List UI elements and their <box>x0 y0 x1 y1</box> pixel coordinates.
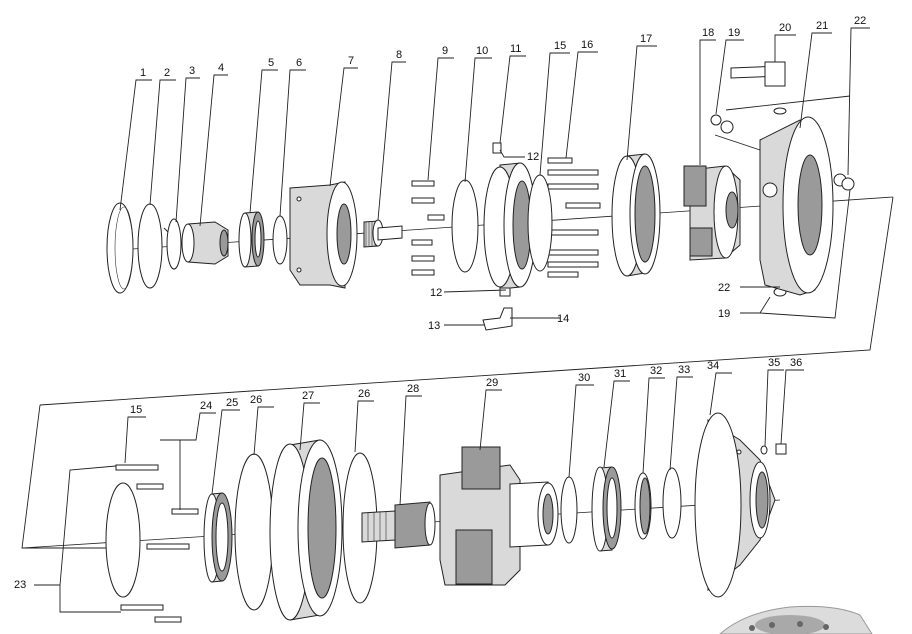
callout-27: 27 <box>302 390 314 402</box>
part-4-sleeve <box>181 221 229 265</box>
callout-6: 6 <box>296 57 302 69</box>
callout-34: 34 <box>707 360 719 372</box>
part-18-planet-carrier <box>683 165 741 261</box>
callout-19-top: 19 <box>728 27 740 39</box>
part-26-o-ring-left <box>234 453 274 611</box>
callout-20: 20 <box>779 22 791 34</box>
callout-leaders <box>34 27 870 613</box>
callout-9: 9 <box>442 45 448 57</box>
callout-11: 11 <box>510 43 521 55</box>
callout-4: 4 <box>218 62 224 74</box>
part-29-planet-carrier <box>439 446 559 586</box>
part-33-snap-ring <box>662 467 682 539</box>
photo-fragment <box>719 605 873 634</box>
callout-1: 1 <box>140 67 146 79</box>
callout-23: 23 <box>14 579 26 591</box>
part-6-retaining-ring <box>272 215 288 265</box>
part-32-seal <box>634 472 652 540</box>
callout-30: 30 <box>578 372 590 384</box>
part-31-bearing <box>591 466 622 552</box>
callout-18: 18 <box>702 27 714 39</box>
part-housing-12 <box>483 142 537 297</box>
part-24-pins <box>115 464 199 623</box>
part-25-bearing <box>203 492 233 583</box>
part-3-snap-ring <box>163 218 182 270</box>
callout-5: 5 <box>268 57 274 69</box>
part-15-seal <box>527 174 553 272</box>
callout-35: 35 <box>768 357 780 369</box>
part-9-bolts <box>411 180 445 276</box>
part-1-end-cover <box>106 202 134 294</box>
callout-31: 31 <box>614 368 626 380</box>
callout-21: 21 <box>816 20 828 32</box>
callout-22-top: 22 <box>854 15 866 27</box>
callout-25: 25 <box>226 397 238 409</box>
callout-22-lower: 22 <box>718 282 730 294</box>
part-28-sun-shaft <box>361 501 436 549</box>
part-8-spline-shaft <box>363 219 403 248</box>
callout-labels: 1 2 3 4 5 6 7 8 9 10 11 15 16 17 18 19 2… <box>14 15 866 591</box>
part-15-lower-oring <box>105 482 141 598</box>
callout-16: 16 <box>581 39 593 51</box>
callout-15-lower: 15 <box>130 404 142 416</box>
part-17-ring-gear <box>611 153 661 277</box>
callout-33: 33 <box>678 364 690 376</box>
part-27-ring-gear <box>269 439 343 621</box>
callout-8: 8 <box>396 49 402 61</box>
callout-24: 24 <box>200 400 212 412</box>
callout-7: 7 <box>348 55 354 67</box>
part-5-bearing <box>238 211 265 268</box>
part-35-washer <box>760 445 768 455</box>
callout-36: 36 <box>790 357 802 369</box>
part-10-o-ring <box>451 179 479 273</box>
part-30-snap-ring <box>560 476 578 544</box>
part-21-main-housing <box>714 116 834 296</box>
part-16-pins <box>547 157 601 278</box>
callout-15-top: 15 <box>554 40 566 52</box>
callout-26-left: 26 <box>250 394 262 406</box>
part-20-relief-valve <box>730 61 787 115</box>
callout-17: 17 <box>640 33 652 45</box>
callout-29: 29 <box>486 377 498 389</box>
part-19-washer-top <box>710 114 734 134</box>
part-13-elbow-fitting <box>482 307 513 331</box>
callout-28: 28 <box>407 383 419 395</box>
part-36-bolt <box>775 443 787 455</box>
callout-12-lower: 12 <box>430 287 442 299</box>
callout-13: 13 <box>428 320 440 332</box>
part-2-o-ring <box>137 203 163 289</box>
callout-32: 32 <box>650 365 662 377</box>
part-34-output-housing <box>694 412 776 598</box>
callout-10: 10 <box>476 45 488 57</box>
callout-19-lower: 19 <box>718 308 730 320</box>
callout-2: 2 <box>164 67 170 79</box>
callout-26-right: 26 <box>358 388 370 400</box>
part-7-flange <box>289 181 358 289</box>
callout-14: 14 <box>557 313 569 325</box>
callout-3: 3 <box>189 65 195 77</box>
callout-12-upper: 12 <box>527 151 539 163</box>
